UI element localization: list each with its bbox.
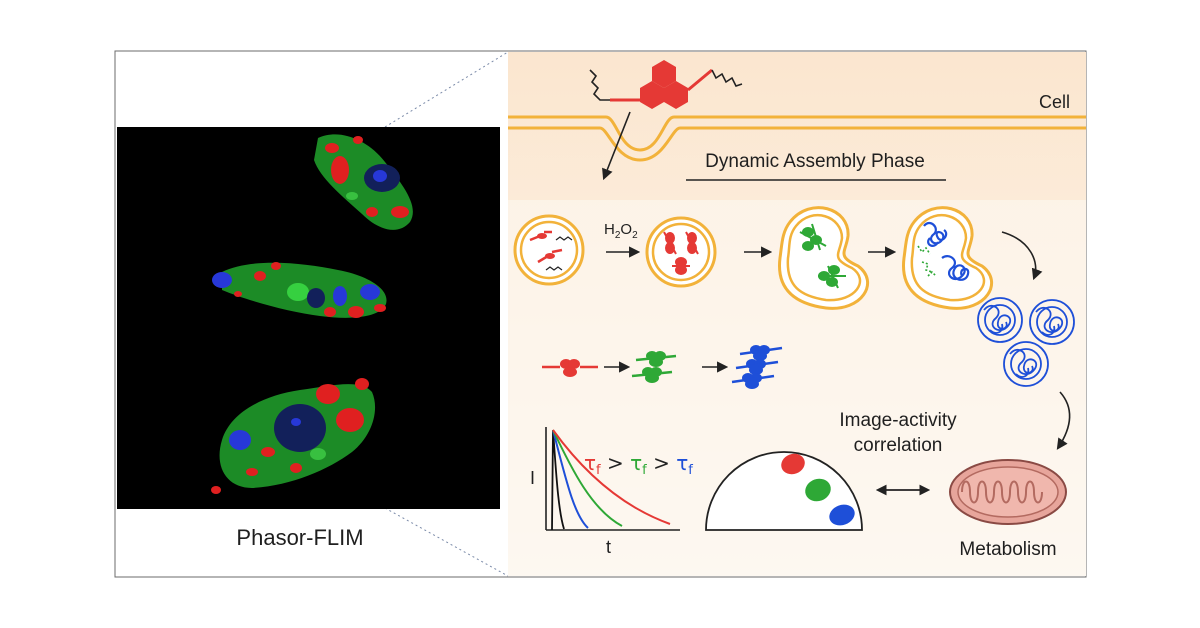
h2o2-label: H2O2 — [604, 221, 638, 241]
cell-image-middle — [212, 262, 387, 318]
cell-image-top — [314, 134, 413, 230]
vesicle-icon-4 — [902, 206, 994, 310]
probe-molecule-icon — [589, 60, 743, 109]
correlation-label-line2: correlation — [854, 435, 943, 456]
assembly-progression — [542, 345, 783, 389]
phasor-plot-icon — [705, 451, 863, 531]
mitochondrion-icon — [949, 459, 1067, 525]
correlation-label-line1: Image-activity — [839, 410, 957, 431]
aggregate-to-mito-arrow — [1056, 391, 1071, 450]
uptake-arrow — [602, 111, 631, 181]
phasor-flim-caption: Phasor-FLIM — [236, 525, 363, 550]
cell-membrane-icon — [508, 115, 1086, 162]
lifetime-relation: τf > τf > τf — [584, 451, 693, 479]
phase-title: Dynamic Assembly Phase — [705, 151, 925, 172]
decay-plot: I t τf > τf > τf — [530, 427, 693, 557]
vesicle-icon-3 — [778, 206, 870, 310]
cell-label: Cell — [1039, 92, 1070, 112]
release-arrow — [1001, 231, 1043, 281]
decay-y-label: I — [530, 468, 535, 488]
vesicle-icon-1 — [513, 214, 585, 286]
zoom-line-top — [384, 51, 509, 128]
vesicle-icon-2 — [645, 216, 717, 288]
decay-x-label: t — [606, 537, 611, 557]
zoom-line-bottom — [384, 507, 509, 577]
aggregate-icon — [977, 297, 1075, 387]
metabolism-label: Metabolism — [959, 539, 1056, 560]
microscopy-image — [117, 127, 500, 509]
cell-image-bottom — [211, 378, 376, 494]
